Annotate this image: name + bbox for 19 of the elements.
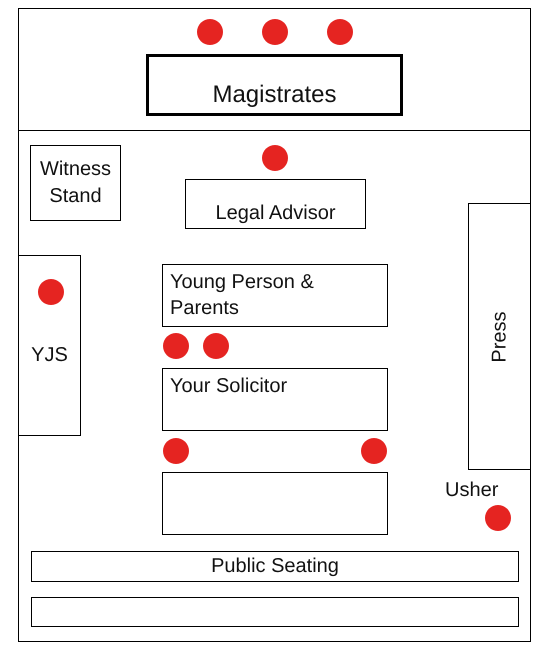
seating-box bbox=[162, 264, 388, 327]
witness-stand-box bbox=[30, 145, 121, 221]
bench-box bbox=[146, 54, 403, 116]
role-label: Usher bbox=[445, 478, 498, 503]
area-label: Witness Stand bbox=[38, 157, 112, 209]
area-label: Press bbox=[487, 310, 511, 362]
seating-box bbox=[162, 368, 388, 431]
area-label: Young Person & Parents bbox=[170, 270, 315, 321]
area-label: YJS bbox=[30, 343, 69, 368]
area-label: Legal Advisor bbox=[214, 201, 337, 226]
advisor-desk-box bbox=[185, 179, 366, 229]
area-label: Magistrates bbox=[211, 81, 338, 108]
yjs-box bbox=[18, 255, 81, 436]
public-seating-bench bbox=[31, 551, 519, 582]
seating-box bbox=[162, 472, 388, 535]
area-label: Your Solicitor bbox=[170, 374, 288, 399]
public-seating-bench bbox=[31, 597, 519, 627]
area-label: Public Seating bbox=[210, 554, 340, 579]
press-box bbox=[468, 203, 531, 470]
